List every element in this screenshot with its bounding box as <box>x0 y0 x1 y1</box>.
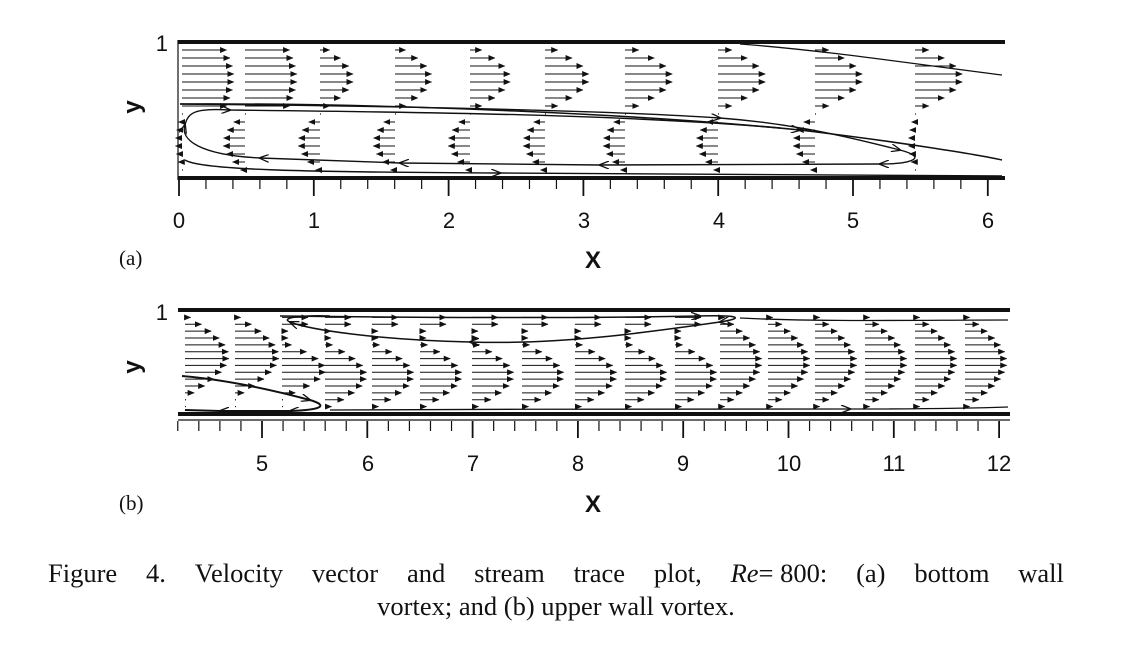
x-tick-label: 0 <box>173 208 185 233</box>
x-tick-label: 4 <box>713 208 725 233</box>
caption-line-2: vortex; and (b) upper wall vortex. <box>377 591 735 621</box>
x-axis-title: X <box>585 247 601 274</box>
x-tick-label: 6 <box>362 451 374 476</box>
reynolds-symbol: Re <box>730 558 759 588</box>
x-tick-label: 5 <box>847 208 859 233</box>
caption-word: wall <box>1018 558 1064 588</box>
caption-word: and <box>406 558 446 588</box>
x-tick-labels: 0 1 2 3 4 5 6 <box>173 208 994 233</box>
caption-word: plot, <box>653 558 702 588</box>
x-tick-label: 8 <box>572 451 584 476</box>
x-tick-label: 9 <box>677 451 689 476</box>
velocity-vectors <box>184 314 1008 410</box>
x-tick-label: 10 <box>777 451 801 476</box>
x-axis-title: X <box>585 491 601 518</box>
caption-word: 4. <box>146 558 166 588</box>
caption-line-1: Figure 4. Velocity vector and stream tra… <box>48 557 1064 590</box>
caption-word: stream <box>474 558 545 588</box>
x-tick-label: 6 <box>982 208 994 233</box>
x-tick-label: 5 <box>256 451 268 476</box>
x-tick-label: 3 <box>578 208 590 233</box>
reynolds-value: = 800: <box>758 558 828 588</box>
x-tick-label: 11 <box>883 451 906 476</box>
panel-b-upper-wall-vortex: 5 6 7 8 9 10 11 12 1 y X (b) <box>119 300 1011 518</box>
y-axis-title: y <box>119 100 146 114</box>
panel-a-bottom-wall-vortex: 0 1 2 3 4 5 6 1 y X (a) <box>119 31 1005 274</box>
figure: 0 1 2 3 4 5 6 1 y X (a) 5 6 7 <box>119 31 1011 518</box>
caption-word: (a) <box>856 558 886 588</box>
channel-walls <box>178 308 1010 421</box>
velocity-vectors <box>174 47 963 173</box>
caption-word: trace <box>573 558 626 588</box>
figure-caption: Figure 4. Velocity vector and stream tra… <box>48 557 1064 623</box>
caption-word: Velocity <box>194 558 284 588</box>
stream-traces <box>181 316 1009 411</box>
x-tick-label: 2 <box>443 208 455 233</box>
x-tick-label: 12 <box>987 451 1011 476</box>
caption-word: vector <box>311 558 379 588</box>
y-axis-title: y <box>119 360 146 374</box>
x-tick-label: 1 <box>308 208 320 233</box>
caption-word: Figure <box>48 558 118 588</box>
y-tick-label: 1 <box>156 300 168 325</box>
y-tick-label: 1 <box>156 31 168 56</box>
x-tick-labels: 5 6 7 8 9 10 11 12 <box>256 451 1011 476</box>
x-axis-ticks <box>178 180 989 196</box>
stream-traces <box>180 43 1003 176</box>
panel-tag: (a) <box>119 246 142 270</box>
caption-word: bottom <box>914 558 990 588</box>
reynolds-number: Re= 800: <box>731 557 828 590</box>
x-axis-ticks <box>177 421 1000 438</box>
x-tick-label: 7 <box>467 451 479 476</box>
panel-tag: (b) <box>119 491 144 515</box>
